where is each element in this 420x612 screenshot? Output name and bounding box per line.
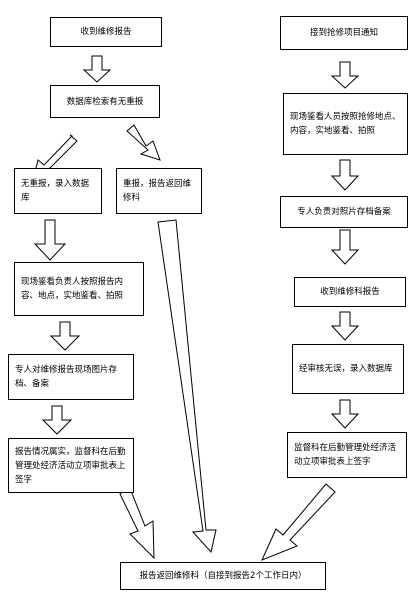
onsite-emergency-box: 现场鉴看人员按照抢修地点、内容，实地鉴看、拍照	[283, 93, 408, 155]
return-report-box: 报告返回维修科（自接到报告2个工作日内）	[120, 562, 326, 590]
box-label: 经审核无误，录入数据库	[299, 364, 393, 374]
receive-maintenance-report-box: 收到维修科报告	[294, 277, 406, 307]
box-label: 重报，报告返回维修科	[123, 179, 192, 203]
box-label: 收到维修科报告	[320, 287, 380, 297]
submit-approval-box: 报告情况属实，监督科在后勤管理处经济活动立项审批表上签字	[8, 438, 134, 493]
box-label: 现场鉴看负责人按照报告内容、地点，实地鉴看、拍照	[21, 277, 124, 301]
check-database-box: 数据库检索有无重报	[50, 85, 160, 118]
arrow-down	[330, 229, 360, 265]
box-label: 现场鉴看人员按照抢修地点、内容，实地鉴看、拍照	[290, 112, 401, 136]
box-label: 专人对维修报告现场图片存档、备案	[15, 365, 118, 389]
box-label: 接到抢修项目通知	[309, 28, 378, 38]
arrow-down	[330, 159, 360, 191]
box-label: 数据库检索有无重报	[66, 96, 144, 107]
arrow-diagonal	[126, 124, 161, 161]
box-label: 收到维修报告	[80, 27, 132, 37]
box-label: 专人负责对照片存档备案	[297, 207, 391, 217]
box-label: 报告情况属实，监督科在后勤管理处经济活动立项审批表上签字	[15, 446, 126, 485]
onsite-verify-box: 现场鉴看负责人按照报告内容、地点，实地鉴看、拍照	[14, 262, 144, 316]
arrow-down	[330, 61, 360, 89]
arrow-down	[33, 219, 67, 261]
arrow-diagonal	[119, 485, 155, 560]
right-archive-photos-box: 专人负责对照片存档备案	[280, 196, 408, 228]
box-label: 无重报，录入数据库	[21, 179, 90, 203]
arrow-down	[82, 55, 112, 83]
box-label: 报告返回维修科（自接到报告2个工作日内）	[139, 571, 307, 581]
right-submit-approval-box: 监督科在后勤管理处经济活动立项审批表上签字	[287, 432, 407, 478]
receive-report-box: 收到维修报告	[50, 17, 162, 47]
arrow-down	[330, 311, 360, 341]
box-label: 监督科在后勤管理处经济活动立项审批表上签字	[294, 443, 397, 467]
no-duplicate-box: 无重报，录入数据库	[14, 168, 102, 214]
arrow-diagonal	[261, 483, 336, 561]
verify-record-box: 经审核无误，录入数据库	[292, 344, 404, 394]
arrow-long	[157, 219, 217, 554]
duplicate-return-box: 重报，报告返回维修科	[116, 168, 202, 214]
receive-emergency-box: 接到抢修项目通知	[280, 16, 408, 50]
arrow-down	[330, 399, 360, 429]
arrow-down	[41, 405, 73, 435]
archive-photos-box: 专人对维修报告现场图片存档、备案	[8, 354, 134, 400]
arrow-down	[49, 321, 81, 351]
